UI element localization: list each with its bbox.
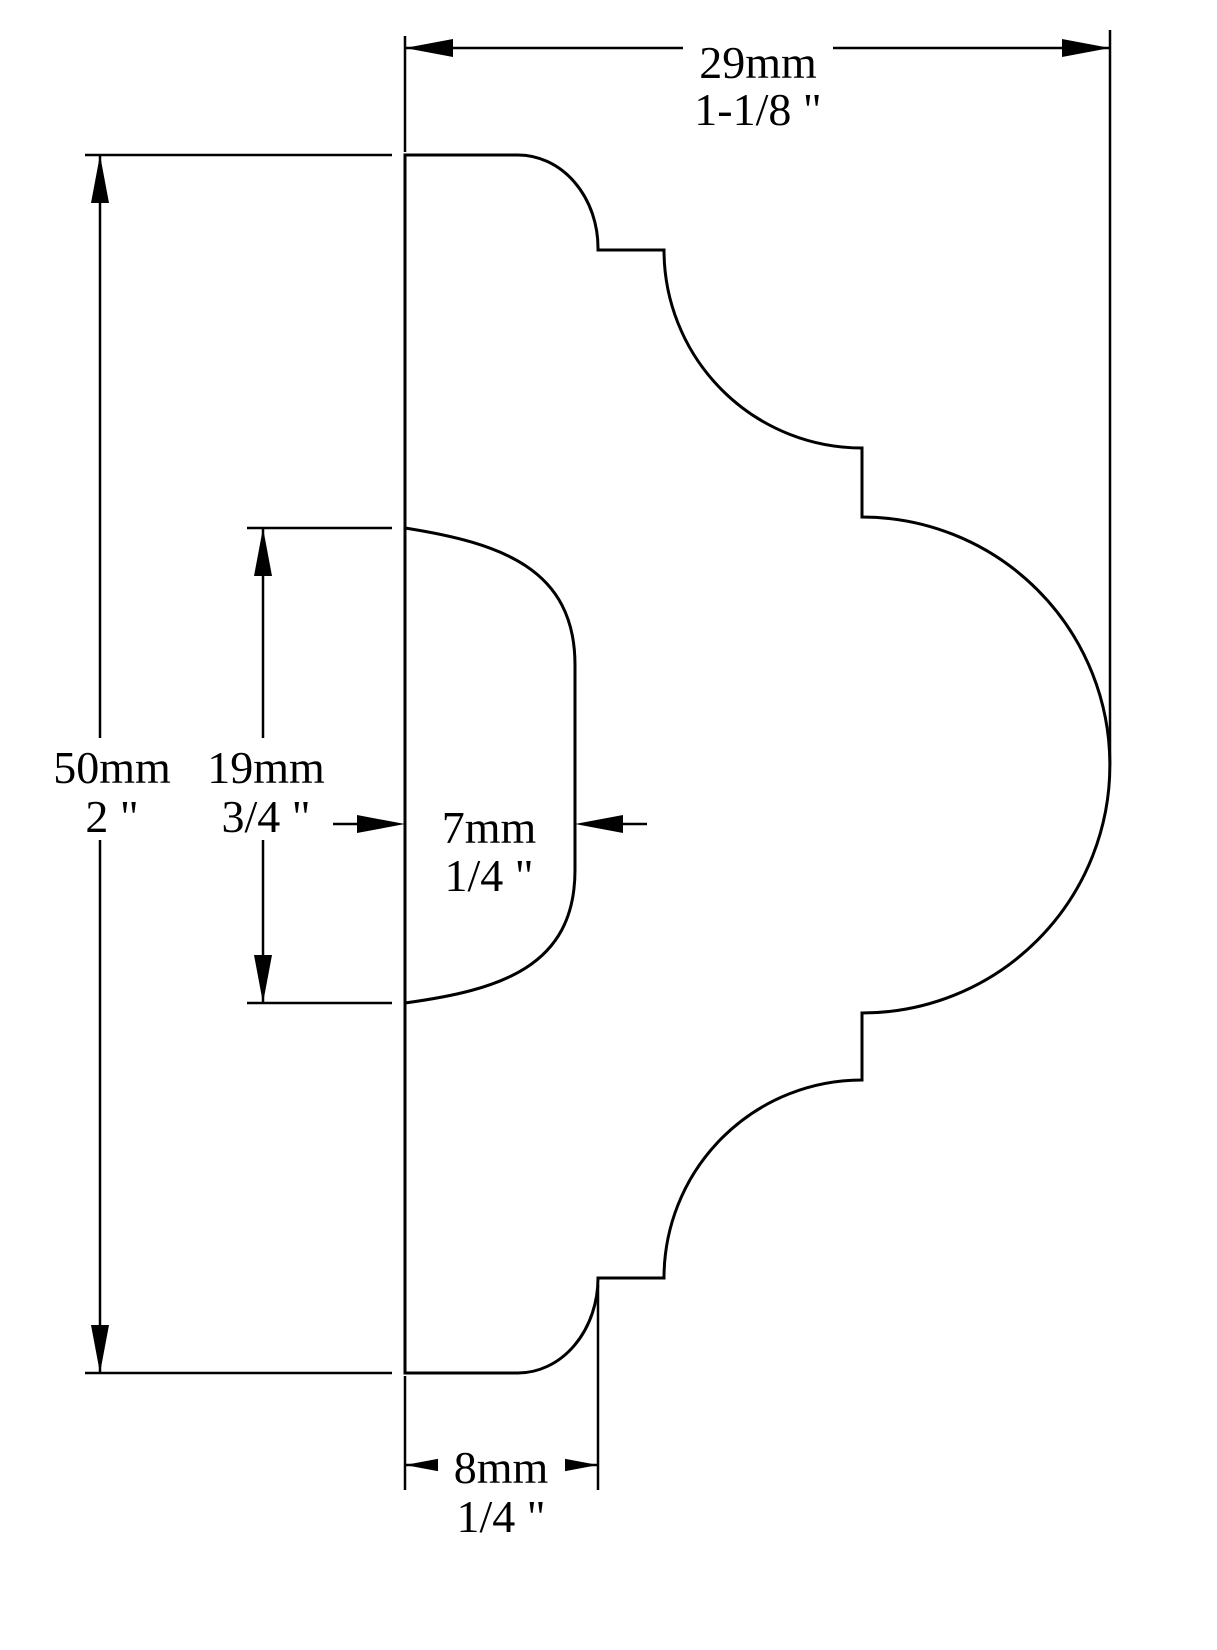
dimension-channel-depth: 7mm 1/4 " [333, 802, 647, 901]
label-backdrop [438, 1442, 565, 1488]
dimension-channel-height: 19mm 3/4 " [190, 526, 392, 1005]
arrowhead-left-icon [405, 39, 453, 57]
label-backdrop [190, 738, 342, 840]
arrowhead-left-icon [575, 815, 623, 833]
label-overall-depth-metric: 29mm [699, 37, 817, 88]
label-overall-height-imperial: 2 " [85, 791, 138, 842]
dimension-overall-height: 50mm 2 " [35, 153, 392, 1375]
dimension-bottom-flat: 8mm 1/4 " [403, 1285, 600, 1542]
arrowhead-down-icon [91, 1325, 109, 1373]
label-bottom-flat-imperial: 1/4 " [456, 1491, 545, 1542]
arrowhead-right-icon [357, 815, 405, 833]
label-overall-depth-imperial: 1-1/8 " [694, 84, 821, 135]
label-bottom-flat-metric: 8mm [454, 1442, 549, 1493]
label-channel-depth-imperial: 1/4 " [444, 850, 533, 901]
arrowhead-up-icon [254, 528, 272, 576]
molding-profile-outline [403, 153, 1112, 1375]
label-channel-height-imperial: 3/4 " [221, 791, 310, 842]
arrowhead-down-icon [254, 955, 272, 1003]
dimension-overall-depth: 29mm 1-1/8 " [403, 30, 1112, 765]
label-backdrop [35, 738, 190, 840]
label-backdrop [683, 36, 833, 86]
back-channel-line [404, 526, 577, 1005]
arrowhead-up-icon [91, 155, 109, 203]
label-channel-depth-metric: 7mm [442, 802, 537, 853]
label-channel-height-metric: 19mm [207, 742, 325, 793]
arrowhead-right-icon [1062, 39, 1110, 57]
label-overall-height-metric: 50mm [53, 742, 171, 793]
